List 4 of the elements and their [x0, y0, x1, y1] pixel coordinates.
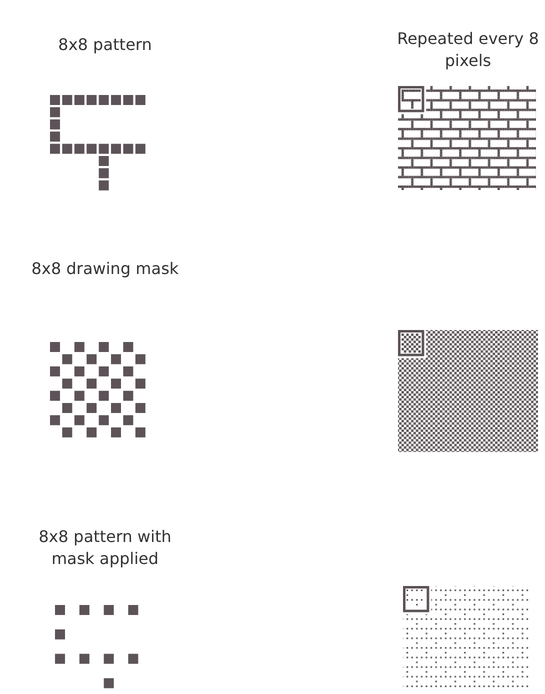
caption-text: 8x8 pattern with mask applied [38, 526, 172, 570]
caption-text: Repeated every 8 pixels [396, 28, 540, 72]
caption-text: 8x8 drawing mask [30, 258, 180, 280]
caption-text: 8x8 pattern [57, 34, 153, 56]
